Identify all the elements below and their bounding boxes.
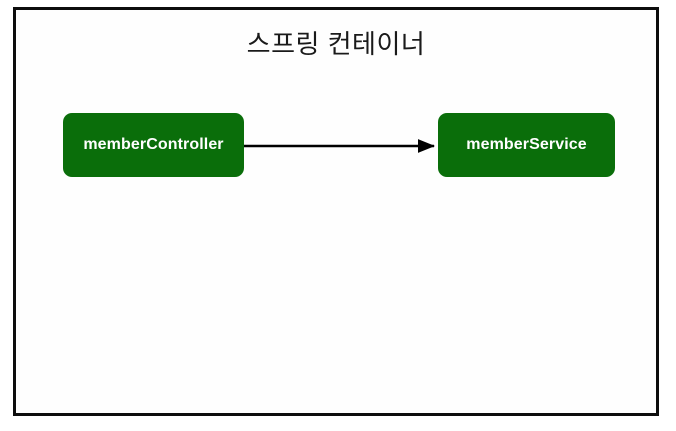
bean-node-member-controller[interactable]: memberController (63, 113, 244, 177)
spring-container-box: 스프링 컨테이너 (13, 7, 659, 416)
bean-node-label: memberController (83, 136, 224, 153)
diagram-title: 스프링 컨테이너 (246, 29, 426, 59)
bean-node-label: memberService (466, 136, 587, 153)
bean-node-member-service[interactable]: memberService (438, 113, 615, 177)
